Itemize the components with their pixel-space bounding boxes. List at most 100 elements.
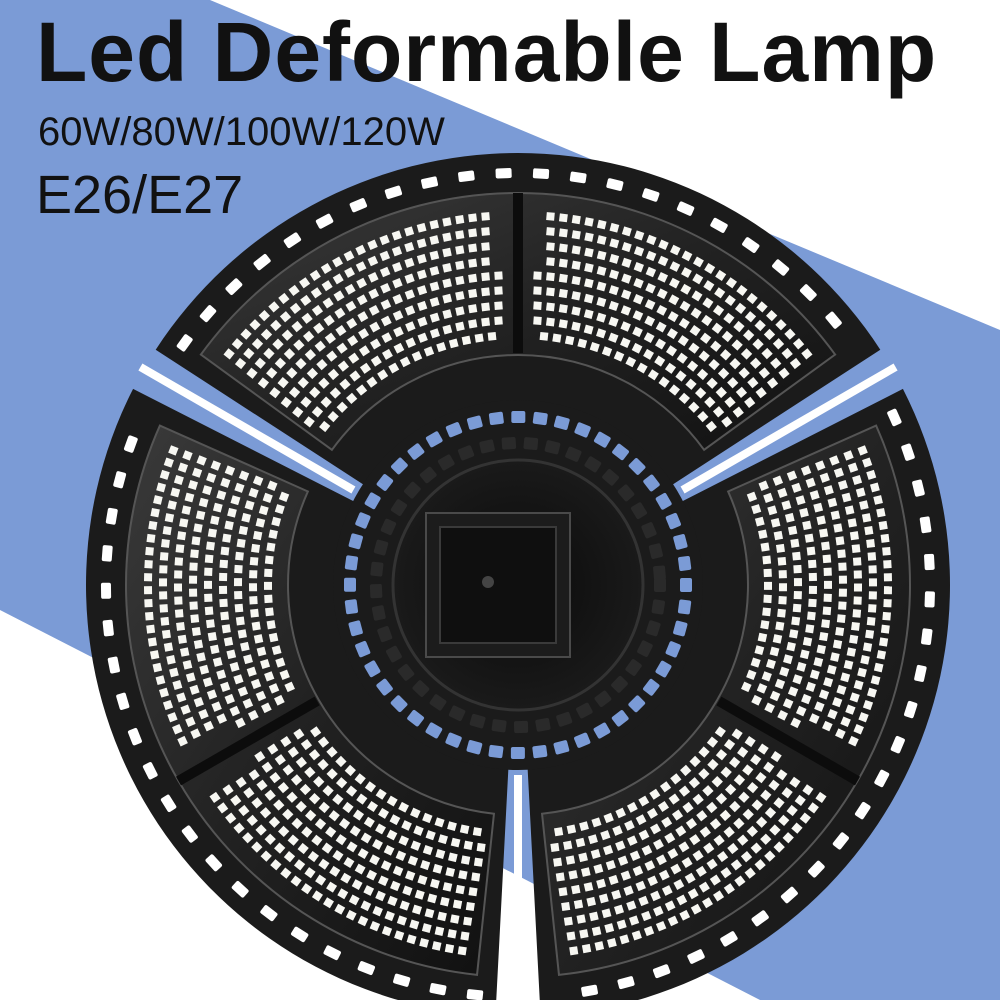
led-chip xyxy=(760,542,770,552)
led-chip xyxy=(554,827,564,837)
led-chip xyxy=(822,606,832,616)
led-chip xyxy=(823,677,834,688)
led-chip xyxy=(719,349,732,361)
led-chip xyxy=(749,357,762,369)
led-chip xyxy=(275,657,286,668)
led-chip xyxy=(269,771,281,784)
led-chip xyxy=(173,474,184,485)
led-chip xyxy=(311,890,323,902)
led-chip xyxy=(589,911,599,922)
led-chip xyxy=(257,377,270,389)
led-chip xyxy=(769,824,781,836)
led-chip xyxy=(437,911,447,922)
led-chip xyxy=(184,492,195,503)
led-chip xyxy=(310,287,322,299)
led-chip xyxy=(862,699,874,711)
led-chip xyxy=(278,491,290,502)
led-chip xyxy=(243,787,255,799)
led-chip xyxy=(267,480,278,491)
led-chip xyxy=(670,773,682,785)
led-chip xyxy=(816,644,826,655)
led-chip xyxy=(608,300,619,312)
led-chip xyxy=(823,593,832,602)
led-chip xyxy=(636,362,648,374)
led-chip xyxy=(392,262,403,273)
led-chip xyxy=(608,316,619,327)
led-chip xyxy=(344,764,356,777)
led-chip xyxy=(593,863,604,874)
led-chip xyxy=(455,245,465,255)
led-chip xyxy=(206,689,218,700)
led-chip xyxy=(685,378,697,390)
led-chip xyxy=(656,288,668,300)
led-chip xyxy=(800,465,812,476)
led-chip xyxy=(392,865,404,877)
led-chip xyxy=(219,598,228,608)
led-chip xyxy=(655,338,666,350)
led-chip xyxy=(427,893,438,904)
led-chip xyxy=(442,882,453,892)
led-chip xyxy=(198,497,209,508)
led-chip xyxy=(684,872,696,884)
led-chip xyxy=(703,842,715,854)
vent-slot xyxy=(349,198,368,213)
led-chip xyxy=(612,825,623,836)
led-chip xyxy=(819,472,830,483)
vent-slot xyxy=(642,188,660,202)
led-chip xyxy=(392,294,403,305)
led-chip xyxy=(869,482,880,493)
led-chip xyxy=(774,678,786,690)
led-chip xyxy=(358,328,370,340)
led-chip xyxy=(177,462,189,473)
led-chip xyxy=(173,583,183,592)
led-chip xyxy=(626,801,638,813)
vent-slot xyxy=(323,945,341,961)
led-chip xyxy=(262,492,273,503)
led-chip xyxy=(633,277,644,289)
led-chip xyxy=(679,300,691,312)
led-chip xyxy=(370,338,381,350)
led-chip xyxy=(310,726,322,738)
led-chip xyxy=(723,738,736,751)
led-chip xyxy=(286,367,298,379)
led-chip xyxy=(733,320,745,333)
led-chip xyxy=(299,783,312,796)
led-chip xyxy=(207,528,217,538)
led-chip xyxy=(258,309,270,322)
led-chip xyxy=(608,285,619,296)
led-chip xyxy=(643,925,655,937)
led-chip xyxy=(172,680,183,690)
led-chip xyxy=(406,934,417,945)
led-chip xyxy=(605,859,616,871)
led-chip xyxy=(248,487,259,498)
vent-slot xyxy=(890,735,905,754)
led-chip xyxy=(468,258,478,268)
led-chip xyxy=(195,510,206,520)
led-chip xyxy=(279,311,292,323)
led-chip xyxy=(181,505,192,515)
led-chip xyxy=(717,367,730,380)
led-chip xyxy=(659,781,672,793)
led-chip xyxy=(645,266,657,278)
vent-slot xyxy=(429,983,447,996)
led-chip xyxy=(690,307,702,319)
led-chip xyxy=(730,859,743,871)
led-chip xyxy=(755,771,767,784)
led-chip xyxy=(211,701,222,712)
led-chip xyxy=(591,926,602,936)
led-chip xyxy=(238,804,250,817)
vent-slot xyxy=(384,185,403,199)
led-chip xyxy=(813,657,824,667)
vent-slot xyxy=(921,628,933,645)
led-chip xyxy=(465,901,475,912)
led-chip xyxy=(681,250,693,262)
led-chip xyxy=(558,228,568,238)
led-chip xyxy=(474,333,484,343)
led-chip xyxy=(455,230,465,240)
led-chip xyxy=(766,377,779,389)
led-chip xyxy=(321,280,333,292)
led-chip xyxy=(633,246,645,257)
led-chip xyxy=(870,675,881,686)
led-chip xyxy=(188,480,199,491)
vent-slot xyxy=(205,854,223,872)
